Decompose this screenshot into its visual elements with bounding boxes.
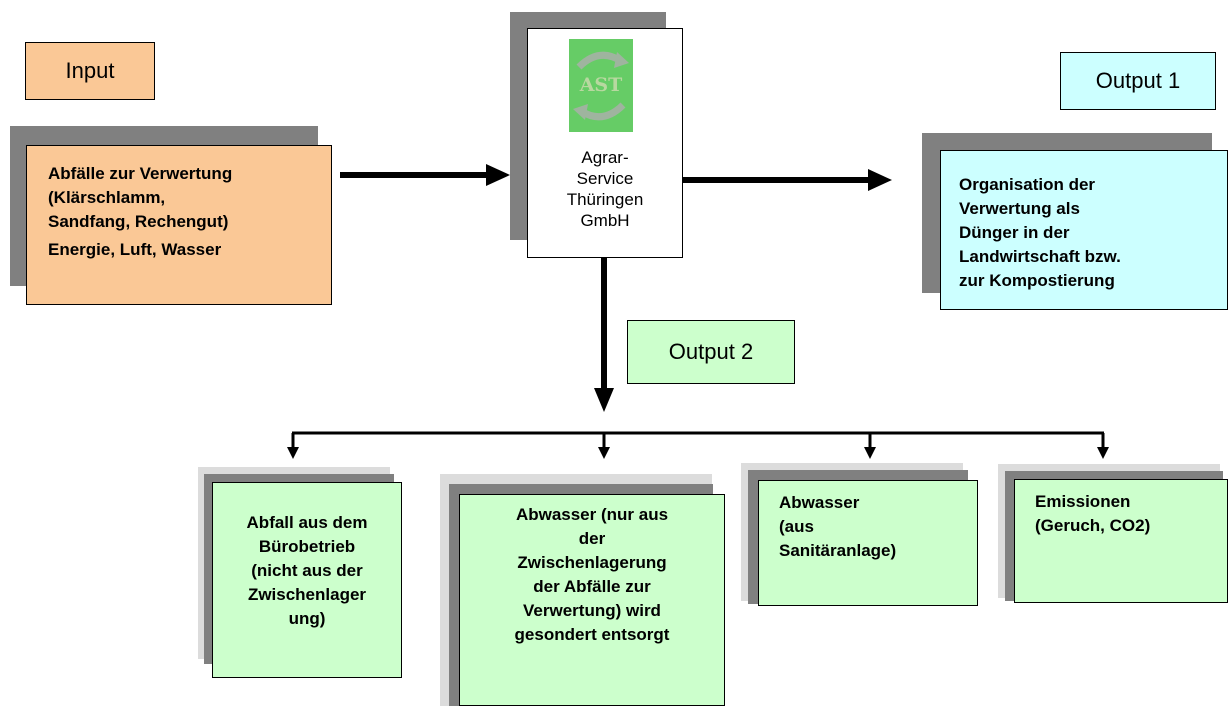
branch-3-arrowhead [864,447,876,459]
output-box-2-line-2: der [578,529,606,548]
output-box-3-line-1: Abwasser [779,493,860,512]
output1-line-5: zur Kompostierung [959,271,1115,290]
input-line-1: Abfälle zur Verwertung [48,164,233,183]
input-line-3: Sandfang, Rechengut) [48,212,229,231]
output-box-4-line-2: (Geruch, CO2) [1035,516,1151,535]
branch-1-arrowhead [287,447,299,459]
logo-text: AST [579,74,623,96]
output1-label: Output 1 [1060,52,1216,110]
input-box: Abfälle zur Verwertung (Klärschlamm, San… [26,145,332,305]
output-box-2-line-1: Abwasser (nur aus [515,505,669,524]
output-box-1-line-1: Abfall aus dem [246,513,368,532]
recycle-arrows-icon [573,51,629,121]
output1-label-text: Output 1 [1095,68,1181,93]
output1-box: Organisation der Verwertung als Dünger i… [940,150,1228,310]
input-line-2: (Klärschlamm, [48,188,166,207]
output1-line-1: Organisation der [959,175,1096,194]
output1-line-4: Landwirtschaft bzw. [959,247,1121,266]
output2-label: Output 2 [627,320,795,384]
input-label-text: Input [65,58,115,83]
output1-line-3: Dünger in der [959,223,1070,242]
output-box-1-line-5: ung) [288,609,326,628]
company-box: AST Agrar- Service Thüringen GmbH [527,28,683,258]
branch-4-arrowhead [1097,447,1109,459]
company-name: Agrar- Service Thüringen GmbH [528,147,682,231]
output2-label-text: Output 2 [668,339,754,364]
output-box-1-line-2: Bürobetrieb [258,537,356,556]
output-box-3: Abwasser (aus Sanitäranlage) [758,480,978,606]
output-box-2: Abwasser (nur aus der Zwischenlagerung d… [459,494,725,706]
output-box-1-line-4: Zwischenlager [247,585,367,604]
ast-logo: AST [569,39,633,132]
arrowhead-input [486,164,510,186]
company-line-4: GmbH [580,211,630,230]
output-box-3-line-2: (aus [779,517,814,536]
company-line-1: Agrar- [581,148,629,167]
output-box-1-line-3: (nicht aus der [251,561,363,580]
arrowhead-output1 [868,169,892,191]
output-box-2-line-3: Zwischenlagerung [517,553,667,572]
company-line-3: Thüringen [566,190,644,209]
input-label: Input [25,42,155,100]
arrowhead-down [594,388,614,412]
output-box-2-line-5: Verwertung) wird [523,601,661,620]
company-line-2: Service [576,169,634,188]
output1-line-2: Verwertung als [959,199,1080,218]
branch-2-arrowhead [598,447,610,459]
output-box-3-line-3: Sanitäranlage) [779,541,897,560]
output-box-2-line-4: der Abfälle zur [533,577,651,596]
output-box-2-line-6: gesondert entsorgt [514,625,670,644]
output-box-1: Abfall aus dem Bürobetrieb (nicht aus de… [212,482,402,678]
output-box-4: Emissionen (Geruch, CO2) [1014,479,1228,603]
output-box-4-line-1: Emissionen [1035,492,1131,511]
input-line-4: Energie, Luft, Wasser [48,240,222,259]
